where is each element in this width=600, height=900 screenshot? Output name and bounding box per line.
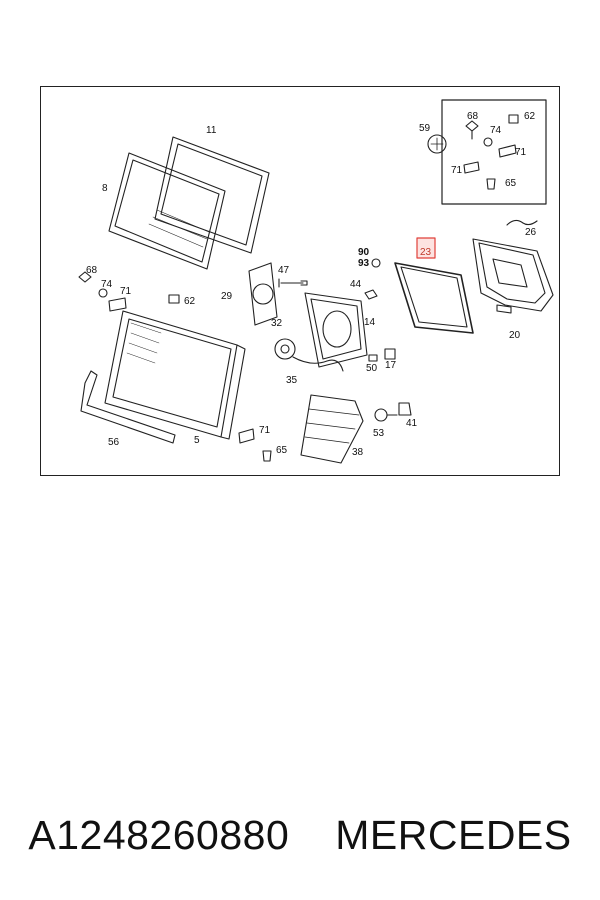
part-68-bolt xyxy=(465,120,479,132)
part-90-nut xyxy=(371,258,381,268)
callout-56: 56 xyxy=(108,437,120,448)
part-59-cap xyxy=(427,134,447,154)
part-53-bulb xyxy=(374,408,398,422)
part-74-nut xyxy=(483,137,493,147)
part-50-bulb xyxy=(368,354,378,362)
part-8-lens xyxy=(108,152,226,270)
callout-5: 5 xyxy=(194,435,200,446)
parts-diagram: 11 8 59 68 62 74 71 71 65 26 23 90 93 47… xyxy=(40,86,560,476)
part-71-clip-bottom xyxy=(238,428,255,444)
callout-74-inset: 74 xyxy=(490,125,502,136)
callout-50: 50 xyxy=(366,363,378,374)
part-number: A1248260880 xyxy=(28,811,290,858)
part-26-wire xyxy=(506,219,538,226)
part-41-socket xyxy=(398,402,412,416)
callout-14: 14 xyxy=(364,317,376,328)
callout-68-left: 68 xyxy=(86,265,98,276)
callout-74-left: 74 xyxy=(101,279,113,290)
part-62-clip-left xyxy=(168,294,180,304)
callout-38: 38 xyxy=(352,447,364,458)
callout-44: 44 xyxy=(350,279,362,290)
callout-62-left: 62 xyxy=(184,296,196,307)
callout-23: 23 xyxy=(420,247,432,258)
callout-62-inset: 62 xyxy=(524,111,536,122)
callout-26: 26 xyxy=(525,227,537,238)
callout-53: 53 xyxy=(373,428,385,439)
callout-65-inset: 65 xyxy=(505,178,517,189)
callout-90: 90 xyxy=(358,247,370,258)
callout-8: 8 xyxy=(102,183,108,194)
callout-47: 47 xyxy=(278,265,290,276)
inset-fasteners-box xyxy=(427,99,547,205)
part-47-bolt xyxy=(278,278,308,288)
callout-41: 41 xyxy=(406,418,418,429)
callout-29: 29 xyxy=(221,291,233,302)
callout-71-bottom: 71 xyxy=(259,425,271,436)
part-62-clip xyxy=(508,114,519,124)
part-56-trim xyxy=(80,370,176,444)
callout-71-left: 71 xyxy=(120,286,132,297)
highlight-box-23 xyxy=(416,237,436,259)
part-14-reflector xyxy=(304,292,368,368)
part-74-nut-left xyxy=(98,288,108,298)
part-29-cover xyxy=(248,262,278,326)
part-20-housing xyxy=(472,219,554,314)
callout-17: 17 xyxy=(385,360,397,371)
brand-name: MERCEDES xyxy=(335,811,572,858)
part-35-motor xyxy=(274,338,344,372)
part-71-clip-left xyxy=(108,297,127,312)
callout-93: 93 xyxy=(358,258,370,269)
part-44-bulb xyxy=(364,289,378,300)
part-5-headlamp xyxy=(104,310,246,440)
part-71-clip-a xyxy=(498,144,517,158)
callout-68-inset: 68 xyxy=(467,111,479,122)
part-65-screw-bottom xyxy=(262,450,272,462)
part-68-bolt-left xyxy=(78,271,92,283)
part-71-clip-b xyxy=(463,161,480,174)
part-23-gasket xyxy=(394,262,474,334)
part-17-holder xyxy=(384,348,396,360)
callout-71-inset-b: 71 xyxy=(451,165,463,176)
callout-20: 20 xyxy=(509,330,521,341)
part-caption: A1248260880 MERCEDES xyxy=(0,800,600,870)
callout-65-bottom: 65 xyxy=(276,445,288,456)
part-11-lens xyxy=(154,136,270,254)
callout-71-inset-a: 71 xyxy=(515,147,527,158)
callout-35: 35 xyxy=(286,375,298,386)
part-65-screw xyxy=(486,178,496,190)
callout-32: 32 xyxy=(271,318,283,329)
callout-59: 59 xyxy=(419,123,431,134)
callout-11: 11 xyxy=(206,125,217,136)
part-38-indicator xyxy=(300,394,364,464)
